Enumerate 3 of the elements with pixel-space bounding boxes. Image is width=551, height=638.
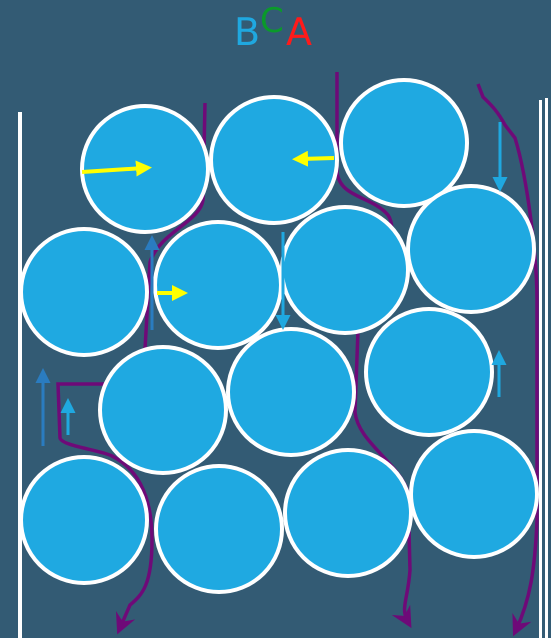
letter-label: B — [234, 13, 260, 51]
letter-label: C — [260, 4, 284, 38]
letter-label: A — [286, 13, 312, 51]
